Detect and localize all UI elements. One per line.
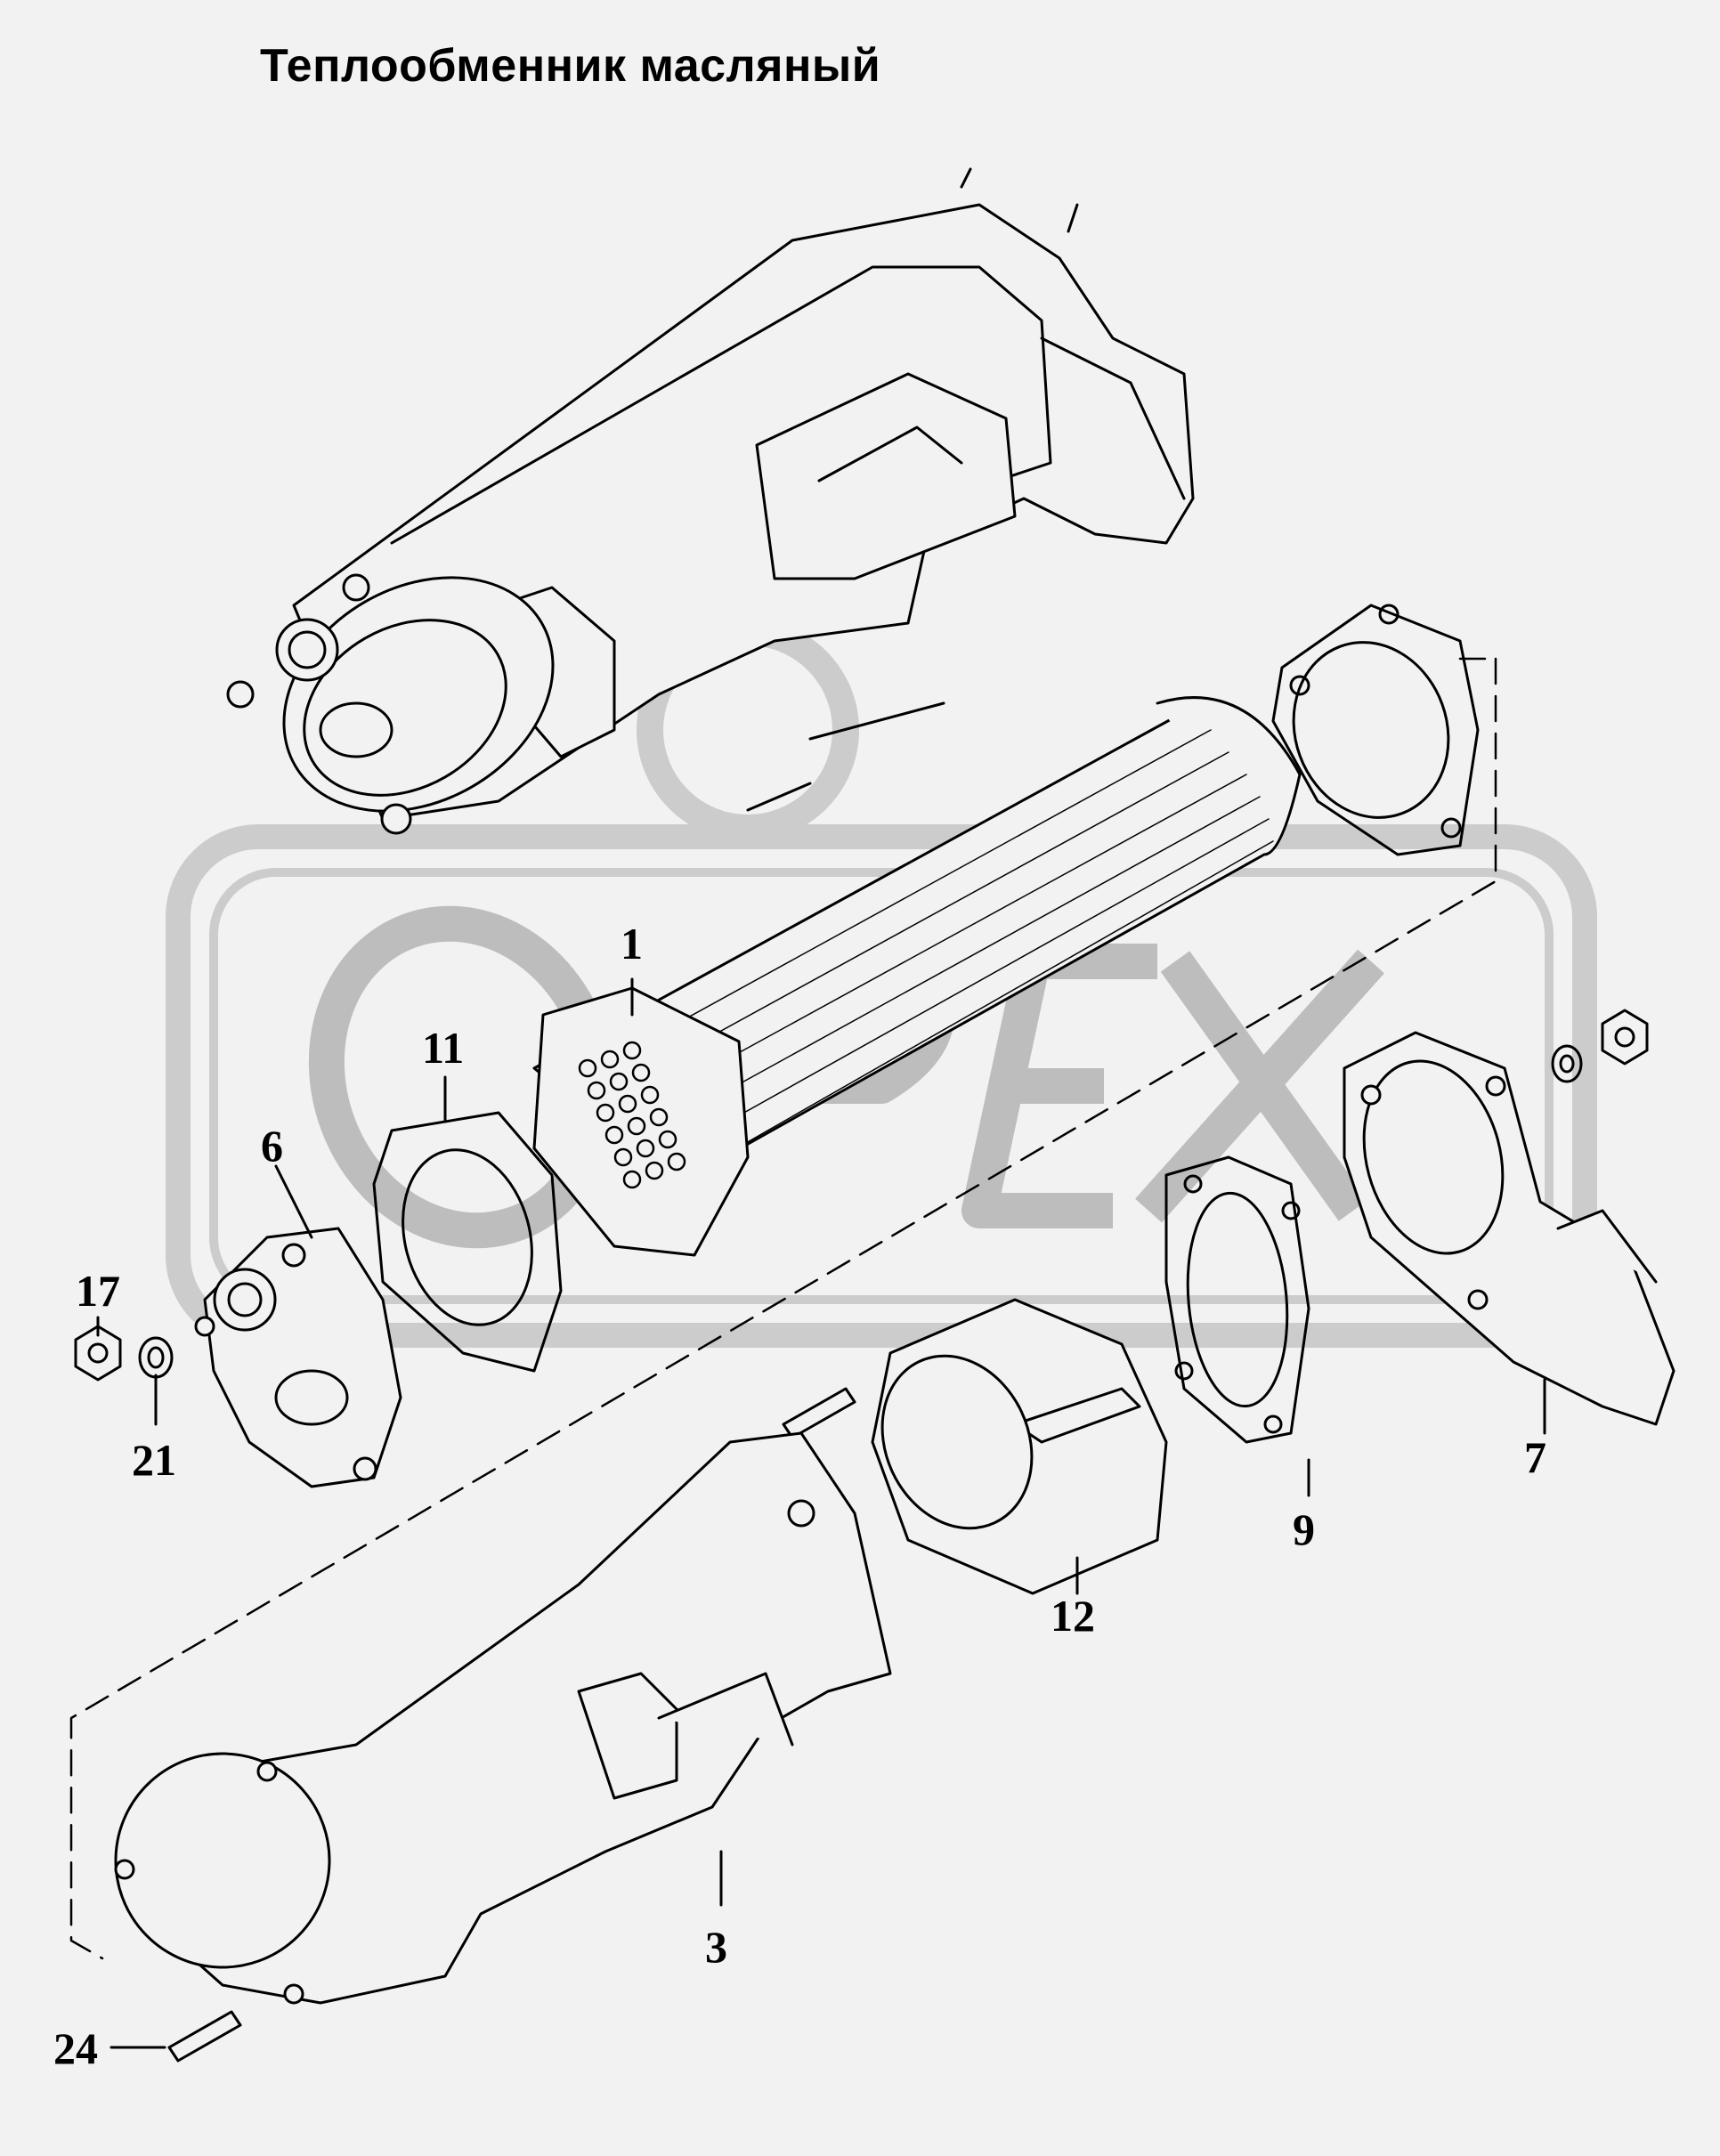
lower-housing-3 (114, 1431, 892, 2005)
washer-right (1551, 1044, 1583, 1083)
leader-lines (96, 701, 1546, 2049)
washer-21 (138, 1336, 174, 1379)
callout-6: 6 (261, 1121, 283, 1171)
callout-17: 17 (76, 1266, 120, 1316)
callout-9: 9 (1293, 1504, 1315, 1554)
gasket-11 (372, 1111, 563, 1373)
rear-cover-6 (194, 1227, 402, 1488)
nut-right (1601, 1009, 1649, 1066)
callout-11: 11 (422, 1023, 465, 1073)
stud-24 (167, 2010, 242, 2063)
assembled-cooler-housing (226, 167, 1195, 835)
assembly-dashed-lines (69, 657, 1497, 1960)
front-cover-7 (1343, 1031, 1675, 1426)
callout-24: 24 (53, 2023, 98, 2073)
callout-1: 1 (621, 919, 643, 969)
callout-21: 21 (132, 1435, 176, 1485)
gasket-top-right (1271, 604, 1480, 856)
tube-ends-grid (578, 1041, 686, 1189)
callout-7: 7 (1524, 1432, 1546, 1482)
gasket-9 (1164, 1155, 1310, 1444)
tube-bundle-core (532, 696, 1302, 1257)
callout-12: 12 (1051, 1591, 1095, 1641)
stud-middle (782, 1387, 856, 1439)
page-title: Теплообменник масляный (260, 40, 881, 92)
sleeve-12 (871, 1298, 1168, 1595)
callout-3: 3 (705, 1922, 727, 1972)
